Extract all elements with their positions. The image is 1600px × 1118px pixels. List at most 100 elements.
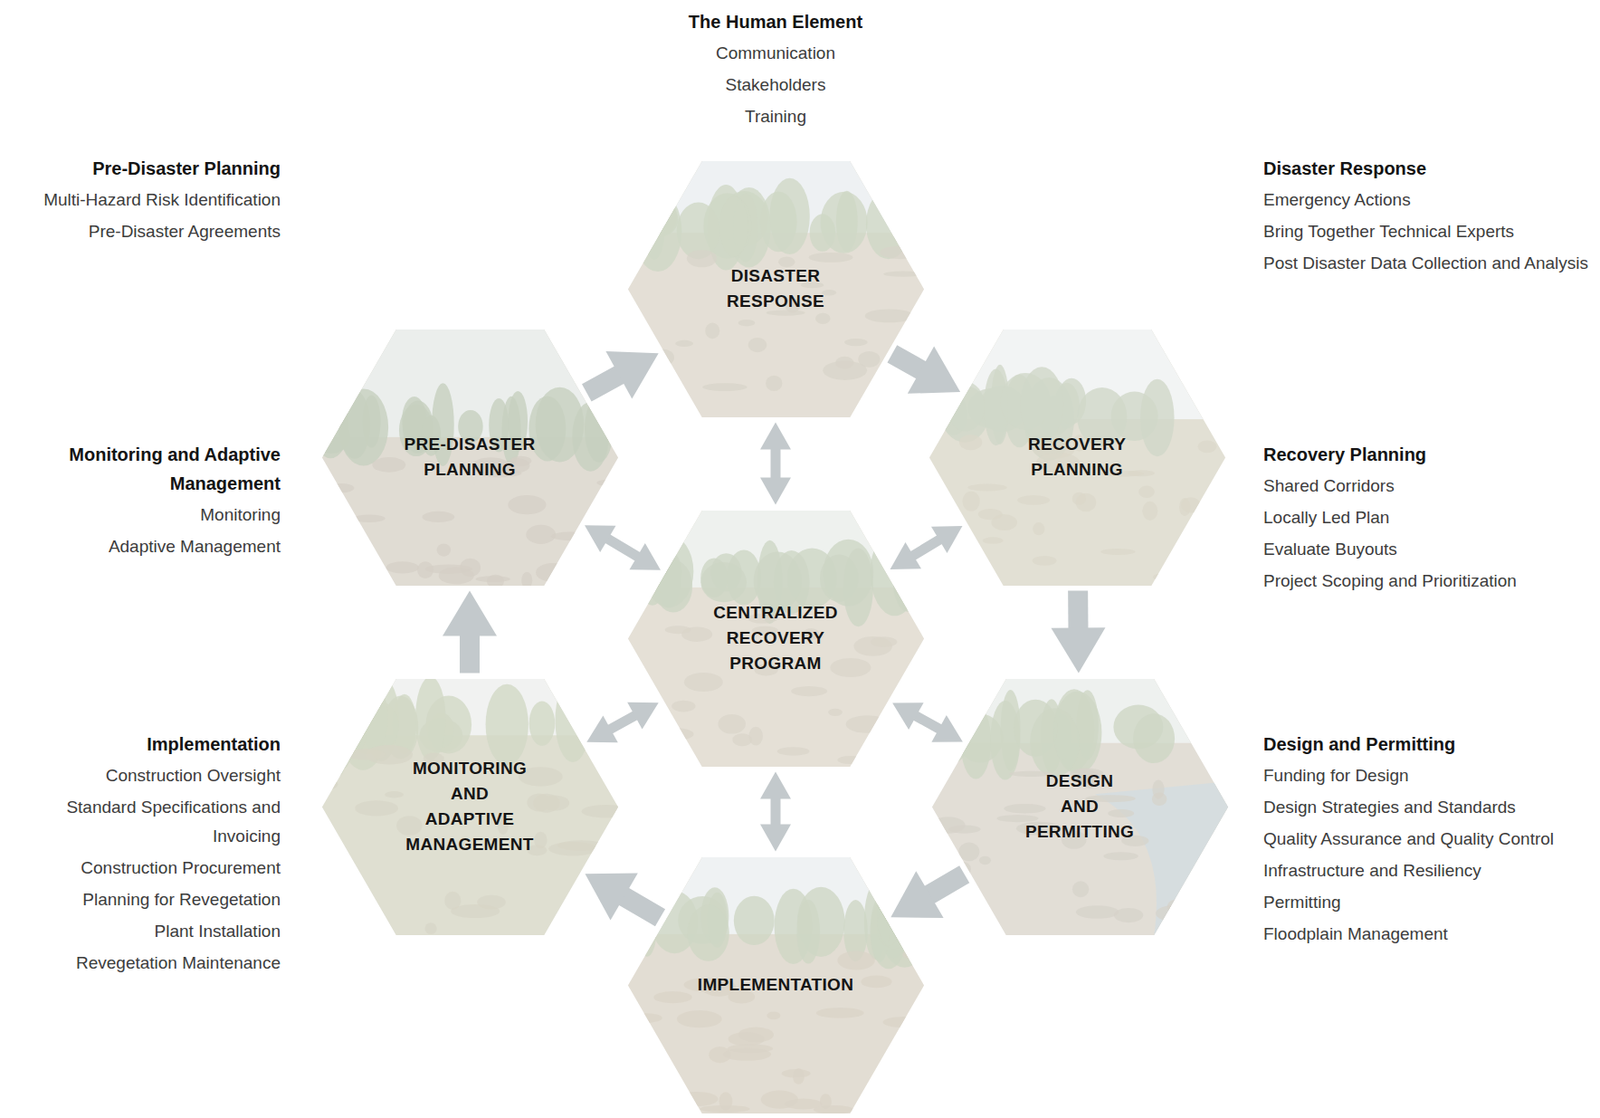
photo-rock [662, 716, 676, 733]
group-item: Quality Assurance and Quality Control [1263, 824, 1591, 854]
group-item: Standard Specifications and Invoicing [7, 792, 281, 851]
two-way-arrow [909, 712, 945, 733]
two-way-arrow [771, 442, 781, 486]
photo-rock [322, 869, 360, 886]
photo-tree [1200, 705, 1229, 759]
text-column: Recovery PlanningShared CorridorsLocally… [1263, 439, 1591, 599]
photo-rock [895, 358, 924, 367]
photo-fade [929, 329, 1226, 586]
hexagon-photo [628, 161, 924, 418]
hexagon-node: DESIGN AND PERMITTING [932, 678, 1229, 935]
photo-tree [930, 379, 954, 422]
photo-rock [588, 867, 619, 886]
two-way-arrow [771, 791, 781, 832]
photo-rock [886, 701, 921, 711]
photo-group [322, 329, 619, 586]
group-item: Monitoring [12, 500, 281, 530]
group-item: Communication [594, 38, 957, 68]
photo-rock [1187, 898, 1202, 911]
group-item: Post Disaster Data Collection and Analys… [1263, 248, 1591, 278]
photo-fade [628, 857, 924, 1114]
group-item: Bring Together Technical Experts [1263, 217, 1591, 247]
photo-rock [323, 516, 337, 523]
hexagon-photo [929, 329, 1226, 586]
photo-rock [906, 342, 924, 353]
photo-tree [1202, 718, 1229, 766]
photo-ground [628, 857, 924, 1114]
photo-rock [896, 724, 924, 745]
text-column: Pre-Disaster PlanningMulti-Hazard Risk I… [12, 153, 281, 249]
group-item: Emergency Actions [1263, 185, 1591, 215]
group-item: Infrastructure and Resiliency [1263, 856, 1591, 886]
text-column: ImplementationConstruction OversightStan… [7, 729, 281, 981]
group-heading: Recovery Planning [1263, 439, 1591, 469]
group-item: Design Strategies and Standards [1263, 792, 1591, 822]
group-item: Training [594, 102, 957, 132]
photo-rock [553, 570, 574, 579]
hexagon-label: RECOVERY PLANNING [1028, 431, 1126, 483]
group-heading: Disaster Response [1263, 153, 1591, 183]
flow-arrow [459, 623, 480, 674]
group-item: Shared Corridors [1263, 471, 1591, 501]
photo-fade [322, 678, 619, 935]
photo-rock [881, 723, 896, 734]
group-item: Revegetation Maintenance [7, 948, 281, 978]
group-item: Permitting [1263, 887, 1591, 917]
photo-rock [322, 529, 362, 537]
photo-rock [601, 880, 619, 893]
photo-rock [874, 399, 903, 417]
photo-rock [324, 566, 371, 582]
text-column: Monitoring and Adaptive ManagementMonito… [12, 439, 281, 564]
photo-group [322, 678, 619, 935]
photo-group [628, 510, 924, 767]
group-item: Adaptive Management [12, 532, 281, 562]
hexagon-label: PRE-DISASTER PLANNING [392, 431, 547, 483]
hexagon-label: DESIGN AND PERMITTING [1025, 768, 1134, 845]
photo-rock [1152, 571, 1196, 581]
two-way-arrow [906, 535, 945, 559]
photo-group [929, 329, 1226, 586]
photo-tree [325, 691, 350, 776]
group-heading: Implementation [7, 729, 281, 759]
flow-arrow [918, 874, 964, 902]
photo-ground [322, 678, 619, 935]
group-item: Stakeholders [594, 70, 957, 100]
group-heading: The Human Element [594, 7, 957, 37]
flow-arrow [586, 369, 630, 393]
photo-ground [322, 329, 619, 586]
text-column: The Human ElementCommunicationStakeholde… [594, 7, 957, 134]
group-item: Plant Installation [7, 916, 281, 946]
photo-rock [635, 373, 652, 381]
photo-fade [322, 329, 619, 586]
photo-rock [603, 886, 617, 900]
photo-rock [651, 709, 672, 717]
text-column: Design and PermittingFunding for DesignD… [1263, 729, 1591, 952]
group-item: Construction Oversight [7, 761, 281, 791]
two-way-arrow [601, 534, 644, 560]
hexagon-photo [322, 329, 619, 586]
photo-tree [322, 704, 347, 746]
group-item: Floodplain Management [1263, 919, 1591, 949]
photo-rock [322, 868, 345, 883]
photo-rock [933, 904, 976, 921]
group-item: Construction Procurement [7, 853, 281, 883]
text-column: Disaster ResponseEmergency ActionsBring … [1263, 153, 1591, 281]
photo-fade [628, 161, 924, 418]
photo-fade [628, 510, 924, 767]
photo-rock [1209, 485, 1220, 491]
hexagon-label: DISASTER RESPONSE [726, 263, 825, 315]
photo-group [628, 161, 924, 418]
hexagon-node: IMPLEMENTATION [628, 857, 924, 1114]
hexagon-node: CENTRALIZED RECOVERY PROGRAM [628, 510, 924, 767]
group-item: Planning for Revegetation [7, 885, 281, 915]
hexagon-photo [322, 678, 619, 935]
group-item: Multi-Hazard Risk Identification [12, 185, 281, 215]
photo-ground [929, 329, 1226, 586]
photo-fade [932, 678, 1229, 935]
hexagon-label: CENTRALIZED RECOVERY PROGRAM [713, 600, 838, 677]
group-item: Pre-Disaster Agreements [12, 217, 281, 247]
photo-tree [932, 710, 971, 754]
group-item: Locally Led Plan [1263, 503, 1591, 533]
